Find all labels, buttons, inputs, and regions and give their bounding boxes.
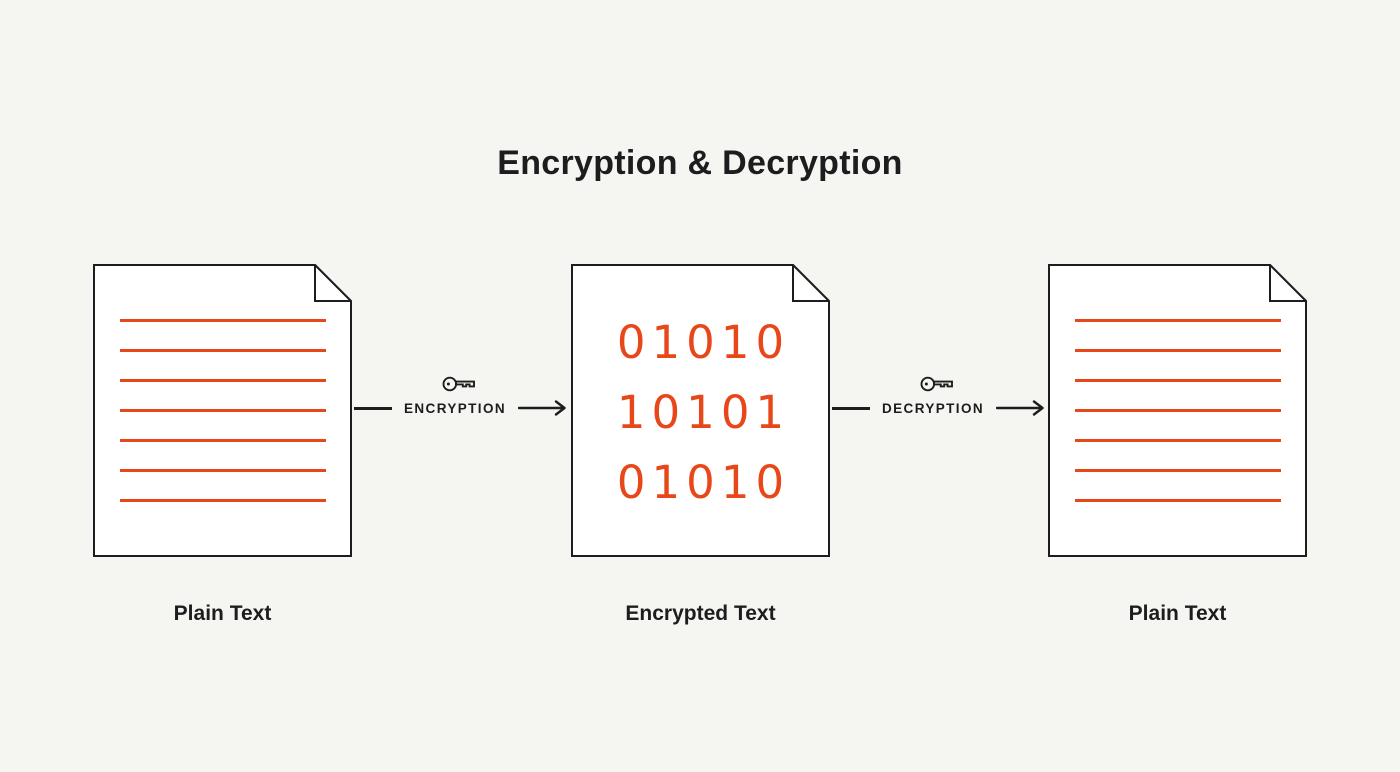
connector-line	[831, 406, 870, 410]
plain-text-lines	[1075, 319, 1281, 529]
key-icon	[920, 376, 953, 392]
text-line	[1075, 469, 1281, 472]
arrow-right-icon	[518, 400, 566, 416]
text-line	[1075, 409, 1281, 412]
decryption-connector: DECRYPTION	[831, 374, 1046, 417]
text-line	[120, 469, 326, 472]
text-line	[120, 349, 326, 352]
text-line	[1075, 379, 1281, 382]
text-line	[1075, 439, 1281, 442]
document-plain-text-left	[93, 264, 352, 557]
document-plain-text-right	[1048, 264, 1307, 557]
text-line	[120, 379, 326, 382]
caption-plain-text-left: Plain Text	[173, 602, 272, 625]
text-line	[120, 409, 326, 412]
encryption-label: ENCRYPTION	[403, 400, 507, 416]
text-line	[1075, 319, 1281, 322]
diagram-title: Encryption & Decryption	[497, 144, 903, 182]
text-line	[120, 439, 326, 442]
key-icon	[442, 376, 475, 392]
decryption-label: DECRYPTION	[881, 400, 985, 416]
encryption-connector: ENCRYPTION	[353, 374, 568, 417]
binary-text: 01010 10101 01010	[571, 308, 830, 518]
decryption-arrow-row: DECRYPTION	[831, 399, 1046, 417]
text-line	[120, 499, 326, 502]
document-icon	[571, 264, 830, 557]
text-line	[120, 319, 326, 322]
document-encrypted-text: 01010 10101 01010	[571, 264, 830, 557]
arrow-right-icon	[996, 400, 1044, 416]
connector-line	[353, 406, 392, 410]
plain-text-lines	[120, 319, 326, 529]
text-line	[1075, 349, 1281, 352]
binary-text-row: 01010	[616, 316, 791, 369]
encryption-arrow-row: ENCRYPTION	[353, 399, 568, 417]
caption-plain-text-right: Plain Text	[1128, 602, 1227, 625]
text-line	[1075, 499, 1281, 502]
binary-text-row: 01010	[616, 456, 791, 509]
caption-encrypted-text: Encrypted Text	[625, 602, 776, 625]
binary-text-row: 10101	[616, 386, 791, 439]
